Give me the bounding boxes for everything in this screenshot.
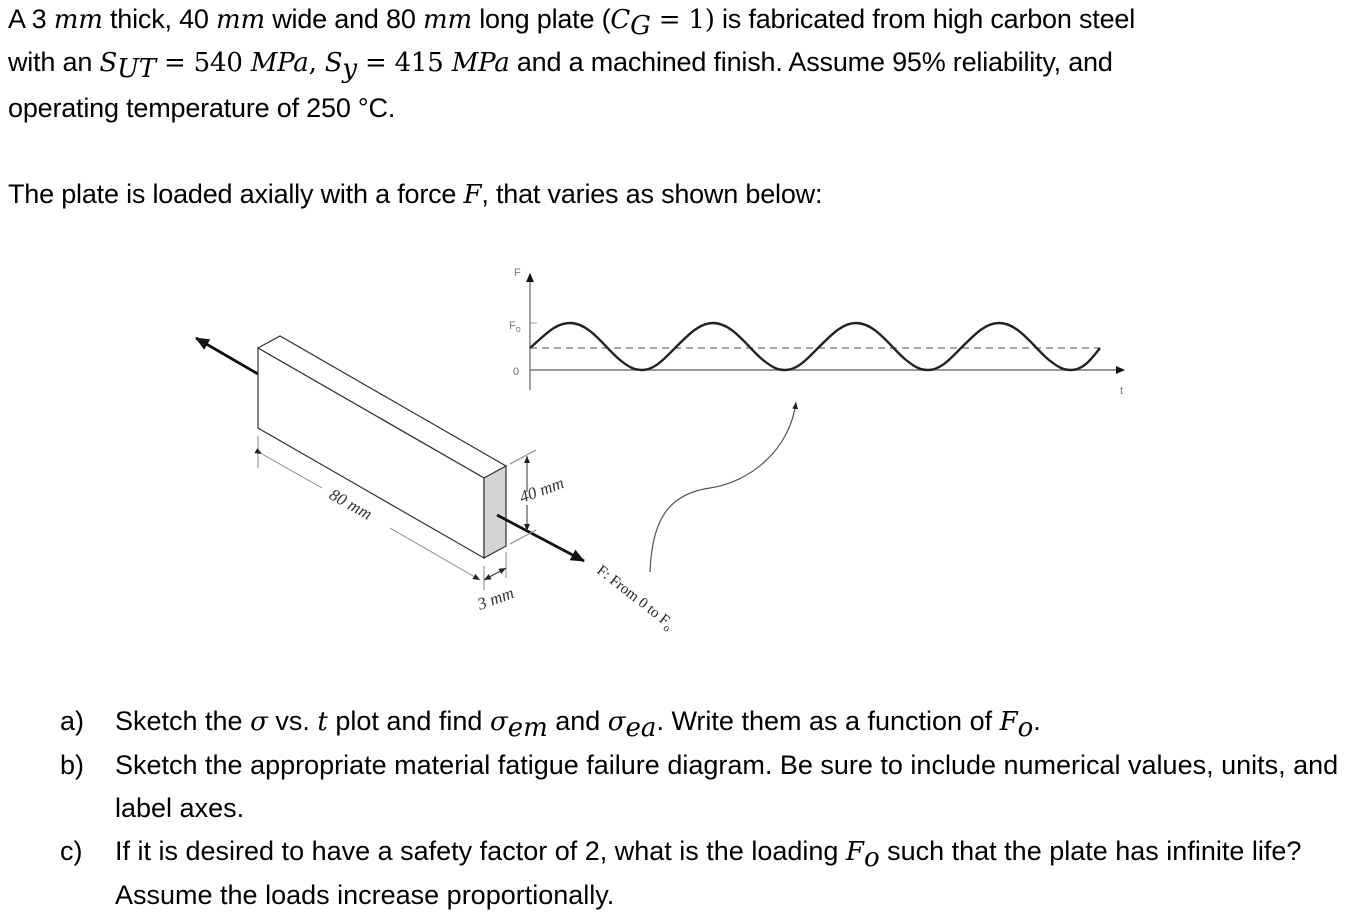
problem-line-4: The plate is loaded axially with a force… (8, 177, 822, 212)
sy-symbol: S (324, 48, 343, 78)
width-dimension-label: 40 mm (517, 473, 567, 507)
cg-value: = 1) (650, 5, 715, 35)
plate-end-face (483, 464, 507, 560)
text: , that varies as shown below: (481, 179, 823, 209)
question-c: c) If it is desired to have a safety fac… (60, 830, 1356, 917)
text: A 3 (8, 4, 54, 34)
dim-ext-top (509, 449, 537, 465)
x-axis-label: t (1120, 385, 1123, 397)
zero-tick-label: 0 (513, 366, 519, 378)
sut-symbol: S (99, 48, 118, 78)
sut-subscript: UT (117, 54, 156, 84)
sigma-symbol: σ (250, 707, 268, 737)
question-label: b) (60, 750, 85, 780)
question-label: a) (60, 706, 85, 736)
unit-mpa: MPa (451, 48, 510, 78)
text: with an (8, 47, 100, 77)
question-label: c) (60, 836, 83, 866)
text: The plate is loaded axially with a force (8, 179, 464, 209)
unit-mm: mm (53, 5, 103, 35)
dim-3-left (483, 573, 496, 581)
unit-mm: mm (422, 5, 472, 35)
time-symbol: t (317, 707, 328, 737)
fo-symbol: F (999, 707, 1018, 737)
force-sinusoid (529, 321, 1101, 372)
fo-tick-label: Fo (509, 320, 521, 334)
thickness-dimension-label: 3 mm (474, 583, 517, 614)
sut-value: = 540 (155, 48, 251, 78)
dim-ext-bottom (509, 529, 537, 545)
problem-line-3: operating temperature of 250 °C. (8, 93, 396, 123)
plate-drawing: 80 mm 40 mm 3 mm (195, 335, 585, 614)
text: and a machined finish. Assume 95% reliab… (509, 47, 1113, 77)
cg-subscript: G (630, 11, 651, 41)
fo-symbol: F (845, 837, 864, 867)
text: wide and 80 (264, 4, 423, 34)
problem-line-1: A 3 mm thick, 40 mm wide and 80 mm long … (8, 2, 1136, 39)
force-range-label: F: From 0 to Fo (592, 563, 677, 636)
question-list: a) Sketch the σ vs. t plot and find σem … (60, 700, 1356, 917)
dim-80-line-a (254, 447, 323, 489)
unit-mpa: MPa (250, 48, 309, 78)
dim-80-line-b (389, 527, 481, 581)
sy-subscript: y (342, 54, 357, 84)
sigma-em: σ (489, 707, 508, 737)
text: , (308, 48, 325, 78)
y-axis-label: F (514, 267, 521, 279)
text: long plate ( (471, 4, 611, 34)
sy-value: = 415 (356, 48, 452, 78)
cg-symbol: C (610, 5, 631, 35)
text: is fabricated from high carbon steel (714, 4, 1136, 34)
question-text: If it is desired to have a safety factor… (115, 836, 1302, 910)
dim-3-right (494, 567, 507, 575)
text: thick, 40 (102, 4, 217, 34)
problem-line-2: with an SUT = 540 MPa, Sy = 415 MPa and … (8, 45, 1113, 82)
question-text: Sketch the appropriate material fatigue … (115, 750, 1339, 823)
sigma-ea: σ (607, 707, 626, 737)
question-text: Sketch the σ vs. t plot and find σem and… (115, 706, 1041, 743)
leader-curve (649, 401, 799, 573)
force-time-graph: F Fo 0 t (509, 267, 1125, 397)
unit-mm: mm (216, 5, 265, 35)
question-a: a) Sketch the σ vs. t plot and find σem … (60, 700, 1356, 744)
right-force-arrow (496, 513, 585, 563)
left-force-arrow (195, 336, 259, 376)
force-symbol: F (463, 180, 482, 210)
question-b: b) Sketch the appropriate material fatig… (60, 744, 1356, 830)
